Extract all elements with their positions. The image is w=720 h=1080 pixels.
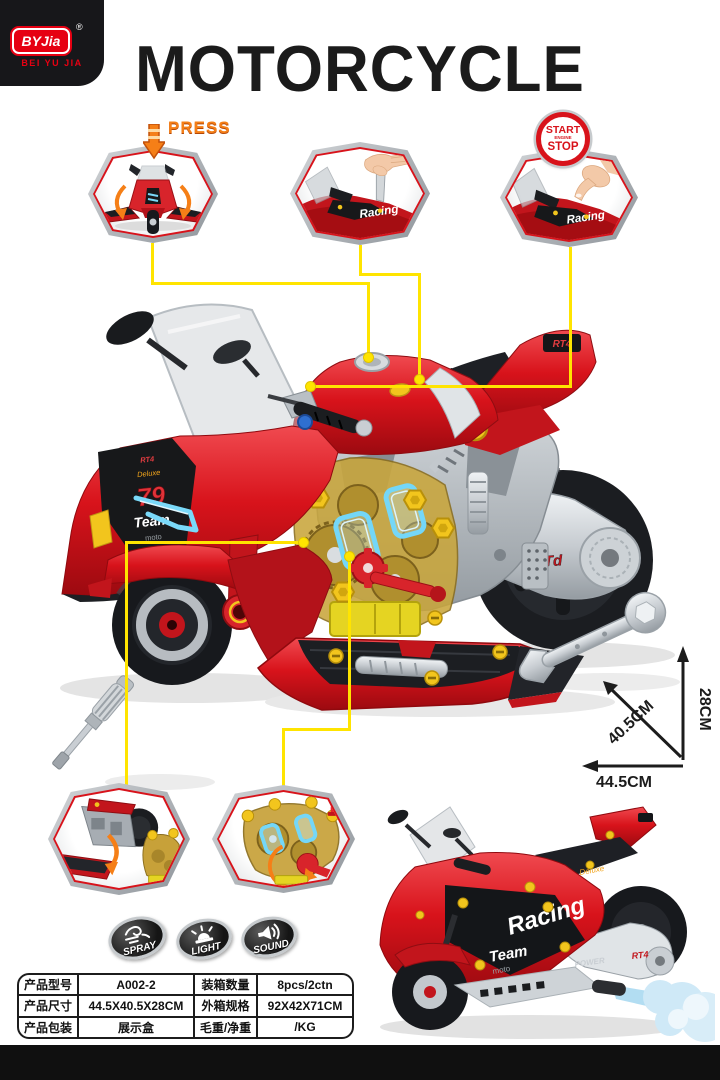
callout-dot (299, 538, 308, 547)
feature-hex-press-open (88, 145, 218, 243)
press-down-arrow-icon (143, 124, 165, 160)
callout-line (124, 541, 305, 544)
handlebar (267, 389, 373, 437)
callout-line (150, 282, 369, 285)
spec-value-packing-qty: 8pcs/2ctn (258, 975, 352, 997)
wrench-tool (518, 591, 667, 684)
feature-hex-engine (212, 785, 355, 893)
feature-badge-light: LIGHT (172, 913, 236, 965)
callout-dot (364, 353, 373, 362)
callout-line (358, 273, 421, 276)
feature-badge-spray: SPRAY (103, 910, 171, 966)
callout-dot (414, 375, 424, 384)
hex-content: Racing (507, 155, 631, 240)
start-label: START (545, 124, 581, 137)
callout-line (124, 541, 128, 785)
sound-icon (257, 923, 280, 940)
bike2-team-decal: Team (488, 942, 529, 965)
spec-label-packing-qty: 装箱数量 (195, 975, 258, 997)
dimension-arrowheads (582, 646, 689, 772)
belly-pan (227, 544, 584, 711)
front-moto-decal: moto (145, 532, 163, 543)
registered-trademark-symbol: ® (76, 22, 83, 32)
press-feature-illustration (100, 164, 206, 234)
front-team-decal: Team (133, 511, 171, 531)
callout-line (150, 243, 154, 284)
callout-line (568, 247, 572, 388)
spec-value-weight: /KG (294, 1020, 316, 1035)
disassembly-illustration (56, 798, 180, 885)
engine-module (293, 456, 459, 637)
hex-content (95, 152, 211, 236)
callout-line (366, 282, 370, 357)
feature-hex-pull-panel: Racing (290, 142, 430, 245)
front-wheel (88, 534, 259, 685)
feature-hex-disassembled (48, 783, 190, 895)
stop-label: STOP (547, 140, 579, 153)
engine-illustration (241, 794, 348, 886)
callout-line (311, 385, 571, 388)
tail-badge: RT4 (553, 339, 572, 350)
spec-label-product-size: 产品尺寸 (19, 996, 79, 1018)
spec-label-weight: 毛重/净重 (195, 1017, 258, 1037)
callout-line (281, 728, 285, 787)
spec-value-model: A002-2 (79, 975, 195, 997)
exhaust-smoke (612, 980, 715, 1042)
brand-name: BEI YU JIA (21, 58, 83, 68)
callout-dot (306, 382, 315, 391)
spec-table: 产品型号 A002-2 装箱数量 8pcs/2ctn 产品尺寸 44.5X40.… (17, 973, 354, 1039)
brand-logo-box: BYJia ® BEI YU JIA (0, 0, 104, 86)
bike2-rt4-decal: RT4 (631, 949, 649, 961)
assembled-bike-illustration: RT4 Racing Team moto Deluxe POWER (379, 806, 715, 1042)
engine-label: ENGINE (554, 135, 572, 141)
press-callout-label: PRESS (168, 118, 231, 137)
spec-label-packaging: 产品包装 (19, 1017, 79, 1037)
spec-label-model: 产品型号 (19, 975, 79, 997)
callout-line (358, 245, 362, 276)
page-title: MOTORCYCLE (135, 33, 585, 106)
bike2-moto-decal: moto (492, 964, 512, 976)
spec-value-product-size: 44.5X40.5X28CM (79, 996, 195, 1018)
dimension-diagonal-label: 40.5CM (605, 697, 658, 748)
spec-value-packaging: 展示盒 (79, 1017, 195, 1037)
front-deluxe-decal: Deluxe (137, 468, 161, 479)
callout-line (347, 556, 351, 731)
feature-badge-sound: SOUND (237, 911, 301, 963)
brand-logo-text: BYJia (21, 33, 61, 49)
spec-label-carton-size: 外箱规格 (195, 996, 258, 1018)
spray-icon (124, 926, 151, 944)
pull-feature-illustration: Racing (300, 149, 420, 238)
callout-dot (344, 552, 354, 561)
dimension-height-label: 28CM (696, 688, 713, 731)
callout-line (281, 728, 351, 731)
feature-hex-start-stop: Racing (500, 148, 638, 247)
callout-line (417, 273, 421, 378)
light-icon (191, 925, 214, 944)
spec-value-carton-size: 92X42X71CM (258, 996, 352, 1018)
screwdriver-tool (52, 675, 134, 770)
hex-content (55, 790, 183, 888)
start-stop-feature-illustration: Racing (509, 155, 629, 240)
hex-content: Racing (297, 149, 423, 238)
dimension-length-label: 44.5CM (596, 774, 652, 791)
start-stop-badge: START ENGINE STOP (536, 112, 590, 166)
footer-bar (0, 1045, 720, 1080)
brand-logo-badge: BYJia (12, 28, 70, 54)
dimension-arrows (592, 658, 685, 768)
hex-content (219, 792, 348, 886)
bike2-deluxe-decal: Deluxe (579, 864, 606, 877)
front-rt4-decal: RT4 (140, 454, 156, 465)
bike2-power-decal: POWER (574, 956, 605, 969)
